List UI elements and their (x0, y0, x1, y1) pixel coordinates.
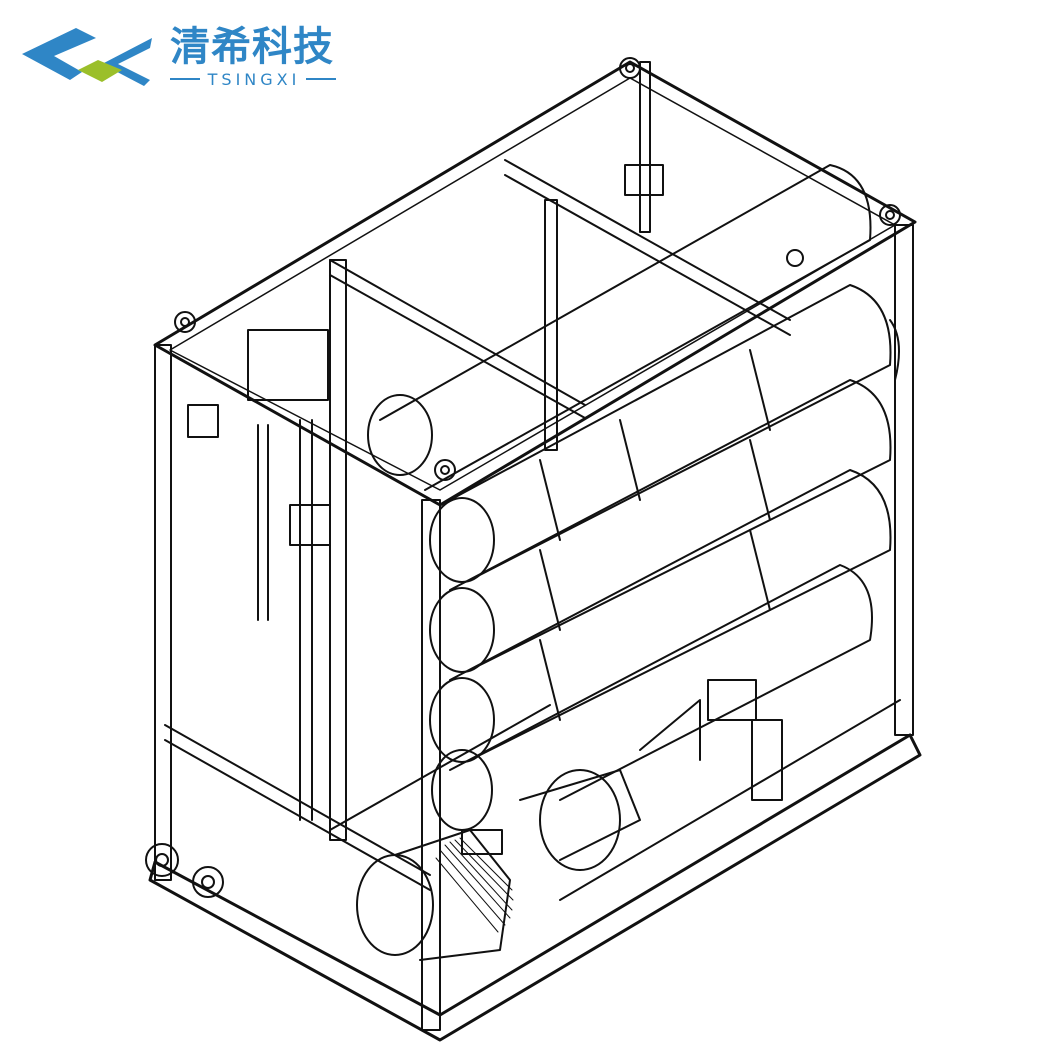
pump-motor (356, 769, 641, 961)
ro-membrane-housings (367, 164, 892, 831)
brand-name-english: TSINGXI (207, 69, 301, 89)
frame-base (148, 699, 922, 1042)
inlet-flange-icons (145, 843, 224, 898)
tsingxi-logo: 清希科技 TSINGXI (18, 24, 338, 94)
frame-posts (154, 61, 914, 1031)
valves-and-piping (187, 164, 900, 821)
logo-mark-icon (22, 28, 152, 86)
brand-name-chinese: 清希科技 (170, 24, 334, 70)
brand-name-english-row: TSINGXI (170, 69, 337, 89)
divider-line (170, 78, 200, 80)
divider-line (306, 78, 337, 80)
